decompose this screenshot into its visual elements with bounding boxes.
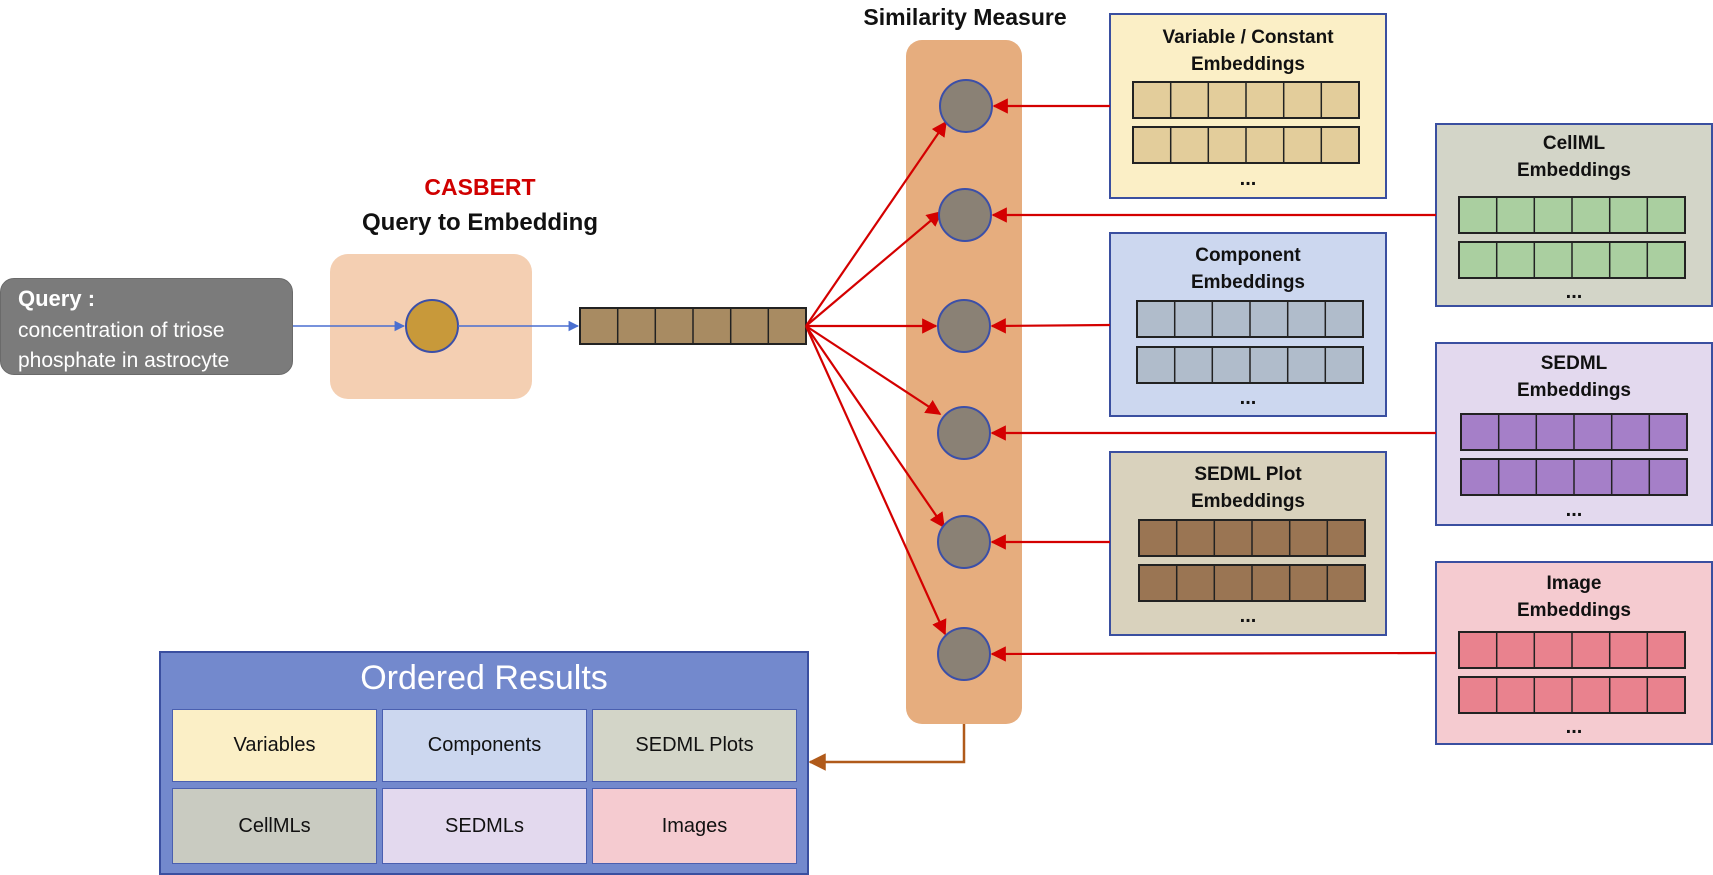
similarity-nodes [937, 79, 993, 681]
results-arrow [808, 724, 966, 771]
similarity-node-3 [937, 299, 991, 353]
cellml-embeddings-title: CellML Embeddings [1516, 133, 1631, 181]
similarity-measure-label: Similarity Measure [863, 4, 1067, 30]
query-text: concentration of triose phosphate in ast… [18, 319, 230, 372]
result-sedmls: SEDMLs [382, 788, 587, 864]
similarity-node-6 [937, 627, 991, 681]
result-sedml-plots: SEDML Plots [592, 709, 797, 782]
cellml-vectors [1458, 196, 1686, 279]
component-embeddings-ellipsis: ... [1239, 387, 1257, 409]
component-vectors [1136, 300, 1364, 384]
result-components: Components [382, 709, 587, 782]
similarity-node-2 [938, 188, 992, 242]
sedml-embeddings-ellipsis: ... [1565, 499, 1583, 521]
similarity-node-4 [937, 406, 991, 460]
sedml-embeddings-title: SEDML Embeddings [1516, 353, 1631, 401]
casbert-node [405, 299, 459, 353]
sedml-plot-vectors [1138, 519, 1366, 602]
query-to-embedding-label: Query to Embedding [361, 209, 598, 236]
variable-vectors [1132, 81, 1360, 164]
ordered-results-title: Ordered Results [360, 659, 608, 697]
image-vectors [1458, 631, 1686, 714]
result-variables: Variables [172, 709, 377, 782]
fanout-arrows [804, 120, 947, 636]
sedml-plot-embeddings-ellipsis: ... [1239, 605, 1257, 627]
component-embeddings-title: Component Embeddings [1190, 245, 1305, 293]
result-cellmls: CellMLs [172, 788, 377, 864]
variable-embeddings-ellipsis: ... [1239, 168, 1257, 190]
cellml-embeddings-ellipsis: ... [1565, 281, 1583, 303]
query-title: Query : [18, 286, 96, 311]
casbert-label: CASBERT [424, 174, 536, 200]
similarity-column [906, 40, 1022, 724]
sedml-plot-embeddings-title: SEDML Plot Embeddings [1190, 464, 1305, 512]
similarity-node-5 [937, 515, 991, 569]
sedml-vectors [1460, 413, 1688, 496]
query-embedding-vector [579, 307, 807, 345]
result-images: Images [592, 788, 797, 864]
similarity-node-1 [939, 79, 993, 133]
variable-embeddings-title: Variable / Constant Embeddings [1162, 27, 1334, 75]
embedding-to-node-arrows [990, 98, 1437, 662]
query-box [0, 278, 293, 375]
image-embeddings-ellipsis: ... [1565, 716, 1583, 738]
image-embeddings-title: Image Embeddings [1516, 573, 1631, 621]
